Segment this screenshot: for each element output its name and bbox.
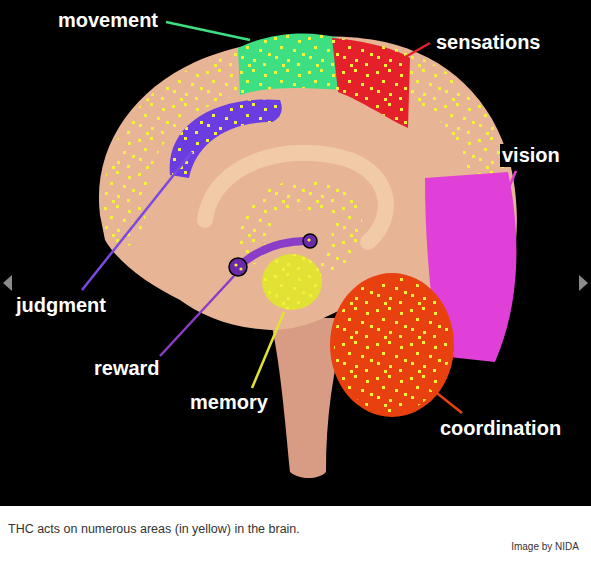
region-label: judgment xyxy=(14,294,108,317)
reward-node xyxy=(303,234,317,248)
cerebellum-dots xyxy=(334,277,450,413)
leader-line xyxy=(400,43,430,60)
region-label: vision xyxy=(500,144,562,167)
movement-dots xyxy=(238,33,342,95)
judgment-dots xyxy=(170,99,282,178)
leader-line xyxy=(160,276,234,356)
black-background xyxy=(0,0,591,506)
region-label: coordination xyxy=(438,417,563,440)
leader-line xyxy=(252,312,284,388)
leader-line xyxy=(500,171,516,208)
credit-note: Image by NIDA xyxy=(511,541,579,553)
judgment-region xyxy=(170,99,282,178)
region-label: memory xyxy=(188,391,270,414)
reward-node xyxy=(229,258,247,276)
coordination-region xyxy=(330,273,454,417)
region-label: sensations xyxy=(434,31,542,54)
reward-dot xyxy=(239,267,242,270)
leader-line xyxy=(82,152,192,290)
memory-region xyxy=(262,254,322,310)
reward-dot xyxy=(307,238,310,241)
reward-dot xyxy=(234,263,237,266)
reward-pathway xyxy=(238,241,310,267)
region-label: movement xyxy=(56,9,160,32)
figure-caption: THC acts on numerous areas (in yellow) i… xyxy=(8,522,300,537)
sensations-dots xyxy=(332,38,410,128)
memory-dots xyxy=(262,254,322,310)
sensations-region xyxy=(332,38,410,128)
leader-line xyxy=(166,22,250,40)
prev-arrow xyxy=(3,275,12,291)
movement-region xyxy=(238,33,342,95)
next-arrow xyxy=(579,275,588,291)
leader-line xyxy=(428,386,462,413)
region-label: reward xyxy=(92,357,162,380)
